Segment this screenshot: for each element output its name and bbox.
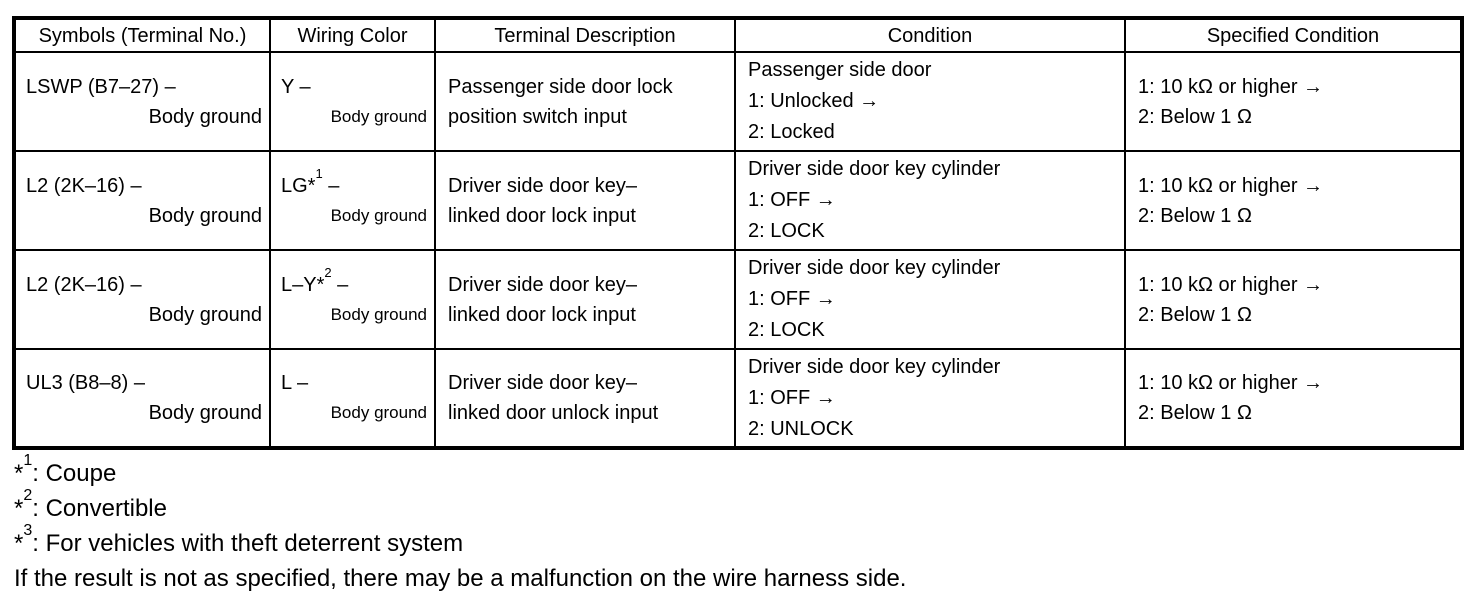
footnote-1: *1: Coupe	[14, 452, 1462, 491]
specified-step-2: 2: Below 1 Ω	[1138, 402, 1252, 424]
terminal-description-cell: Driver side door key– linked door unlock…	[434, 348, 736, 449]
symbol-terminal: LSWP (B7–27) –	[26, 75, 176, 98]
wiring-footnote-ref: 2	[324, 265, 332, 280]
footnote-number: 3	[23, 521, 33, 539]
wiring-tail: –	[322, 174, 340, 197]
condition-step-2: 2: LOCK	[748, 319, 825, 341]
terminal-spec-table: Symbols (Terminal No.) Wiring Color Term…	[12, 16, 1464, 450]
specified-step-1: 1: 10 kΩ or higher →	[1138, 273, 1324, 296]
description-line: Driver side door key–	[448, 372, 637, 394]
condition-step-1: 1: OFF →	[748, 288, 836, 310]
condition-step-1: 1: OFF →	[748, 386, 836, 409]
symbol-ground: Body ground	[148, 402, 262, 424]
table-row: L2 (2K–16) – Body ground LG*1 – Body gro…	[13, 150, 1463, 251]
symbol-ground: Body ground	[148, 105, 262, 128]
wiring-base: LG*	[281, 174, 316, 197]
table-row: UL3 (B8–8) – Body ground L – Body ground…	[13, 348, 1463, 449]
wiring-tail: –	[331, 273, 349, 296]
wiring-color-cell: L – Body ground	[269, 348, 436, 449]
table-row: L2 (2K–16) – Body ground L–Y*2 – Body gr…	[13, 249, 1463, 350]
footnote-text: : For vehicles with theft deterrent syst…	[32, 530, 464, 557]
wiring-color-cell: Y – Body ground	[269, 51, 436, 152]
footnote-text: : Convertible	[32, 495, 167, 522]
specified-step-2: 2: Below 1 Ω	[1138, 105, 1252, 128]
condition-step-2: 2: LOCK	[748, 220, 825, 242]
wiring-base: L –	[281, 372, 309, 394]
description-line: Driver side door key–	[448, 174, 637, 197]
condition-cell: Driver side door key cylinder 1: OFF → 2…	[734, 249, 1126, 350]
description-line: position switch input	[448, 105, 627, 128]
wiring-color-code: LG*1 –	[272, 167, 433, 201]
symbol-cell: LSWP (B7–27) – Body ground	[13, 51, 271, 152]
symbol-terminal: L2 (2K–16) –	[26, 174, 142, 197]
result-note: If the result is not as specified, there…	[14, 565, 907, 592]
symbol-terminal: UL3 (B8–8) –	[26, 372, 145, 394]
condition-title: Passenger side door	[748, 59, 932, 81]
terminal-description-cell: Passenger side door lock position switch…	[434, 51, 736, 152]
specified-step-2: 2: Below 1 Ω	[1138, 303, 1252, 326]
symbol-cell: UL3 (B8–8) – Body ground	[13, 348, 271, 449]
wiring-color-cell: L–Y*2 – Body ground	[269, 249, 436, 350]
footnote-number: 2	[23, 486, 33, 504]
wiring-color-code: L–Y*2 –	[272, 266, 433, 300]
wiring-ground: Body ground	[330, 403, 427, 422]
footnote-text: : Coupe	[32, 460, 117, 487]
condition-cell: Driver side door key cylinder 1: OFF → 2…	[734, 150, 1126, 251]
description-line: Passenger side door lock	[448, 75, 673, 98]
wiring-base: Y –	[281, 75, 311, 98]
col-header-symbols: Symbols (Terminal No.)	[13, 17, 271, 53]
condition-step-1: 1: OFF →	[748, 189, 836, 211]
symbol-cell: L2 (2K–16) – Body ground	[13, 249, 271, 350]
wiring-color-cell: LG*1 – Body ground	[269, 150, 436, 251]
footnote-marker: *	[14, 530, 24, 557]
terminal-description-cell: Driver side door key– linked door lock i…	[434, 150, 736, 251]
wiring-footnote-ref: 1	[315, 166, 323, 181]
table-row: LSWP (B7–27) – Body ground Y – Body grou…	[13, 51, 1463, 152]
specified-condition-cell: 1: 10 kΩ or higher → 2: Below 1 Ω	[1124, 249, 1463, 350]
symbol-terminal: L2 (2K–16) –	[26, 273, 142, 296]
description-line: linked door lock input	[448, 303, 636, 326]
description-line: linked door unlock input	[448, 402, 659, 424]
wiring-ground: Body ground	[330, 304, 427, 324]
specified-condition-cell: 1: 10 kΩ or higher → 2: Below 1 Ω	[1124, 348, 1463, 449]
col-header-terminal-description: Terminal Description	[434, 17, 736, 53]
footnote-marker: *	[14, 495, 24, 522]
wiring-color-code: L –	[272, 368, 433, 398]
specified-condition-cell: 1: 10 kΩ or higher → 2: Below 1 Ω	[1124, 150, 1463, 251]
specified-step-2: 2: Below 1 Ω	[1138, 204, 1252, 227]
footnote-marker: *	[14, 460, 24, 487]
description-line: Driver side door key–	[448, 273, 637, 296]
condition-cell: Passenger side door 1: Unlocked → 2: Loc…	[734, 51, 1126, 152]
condition-step-1: 1: Unlocked →	[748, 90, 880, 112]
symbol-ground: Body ground	[148, 303, 262, 326]
specified-condition-cell: 1: 10 kΩ or higher → 2: Below 1 Ω	[1124, 51, 1463, 152]
condition-title: Driver side door key cylinder	[748, 355, 1001, 378]
specified-step-1: 1: 10 kΩ or higher →	[1138, 372, 1324, 394]
condition-step-2: 2: Locked	[748, 121, 835, 143]
description-line: linked door lock input	[448, 204, 636, 227]
col-header-specified-condition: Specified Condition	[1124, 17, 1463, 53]
footnote-2: *2: Convertible	[14, 487, 1462, 526]
footnote-3: *3: For vehicles with theft deterrent sy…	[14, 522, 1462, 561]
wiring-base: L–Y*	[281, 273, 325, 296]
terminal-description-cell: Driver side door key– linked door lock i…	[434, 249, 736, 350]
specified-step-1: 1: 10 kΩ or higher →	[1138, 75, 1324, 98]
wiring-color-code: Y –	[272, 72, 433, 102]
col-header-wiring-color: Wiring Color	[269, 17, 436, 53]
condition-step-2: 2: UNLOCK	[748, 417, 854, 440]
wiring-ground: Body ground	[330, 106, 427, 126]
symbol-cell: L2 (2K–16) – Body ground	[13, 150, 271, 251]
condition-title: Driver side door key cylinder	[748, 158, 1001, 180]
specified-step-1: 1: 10 kΩ or higher →	[1138, 174, 1324, 197]
condition-cell: Driver side door key cylinder 1: OFF → 2…	[734, 348, 1126, 449]
symbol-ground: Body ground	[148, 204, 262, 227]
col-header-condition: Condition	[734, 17, 1126, 53]
wiring-ground: Body ground	[330, 205, 427, 225]
footnotes-section: *1: Coupe *2: Convertible *3: For vehicl…	[12, 452, 1462, 596]
footnote-number: 1	[23, 451, 33, 469]
condition-title: Driver side door key cylinder	[748, 257, 1001, 279]
header-row: Symbols (Terminal No.) Wiring Color Term…	[13, 17, 1463, 53]
